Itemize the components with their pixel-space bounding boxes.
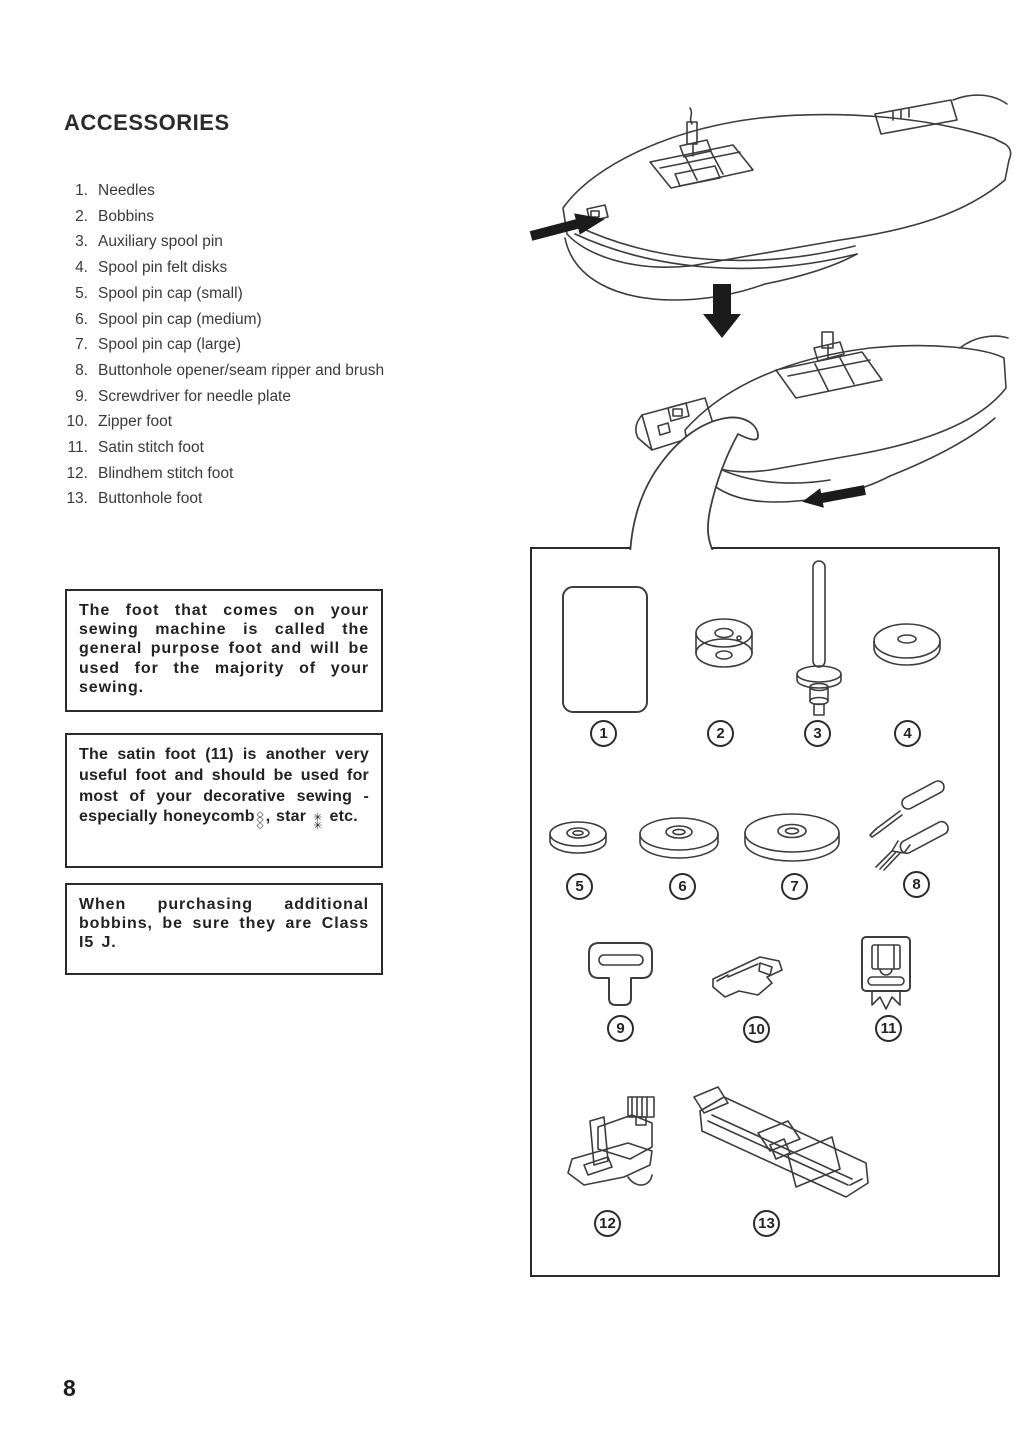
needle-pack-art [562, 586, 648, 713]
list-item: 13.Buttonhole foot [66, 490, 203, 508]
callout-11: 11 [875, 1015, 902, 1042]
page-title: ACCESSORIES [64, 110, 230, 135]
callout-2: 2 [707, 720, 734, 747]
callout-1: 1 [590, 720, 617, 747]
seam-ripper-and-brush-art [869, 780, 949, 871]
callout-12: 12 [594, 1210, 621, 1237]
machine-tray-closed-illustration [529, 88, 1020, 338]
arrow-down-icon [703, 284, 741, 338]
callout-10: 10 [743, 1016, 770, 1043]
note-bobbin-class: When purchasing additional bobbins, be s… [65, 883, 383, 975]
blindhem-stitch-foot-art [567, 1096, 655, 1186]
list-item: 4.Spool pin felt disks [75, 259, 228, 277]
star-stitch-icon: ✳✳ [313, 812, 323, 833]
zipper-foot-art [712, 956, 783, 998]
page-number: 8 [63, 1375, 76, 1401]
spool-pin-felt-disk-art [873, 623, 941, 666]
callout-5: 5 [566, 873, 593, 900]
spool-pin-cap-medium-art [639, 817, 719, 859]
tray-cover-swoosh [630, 417, 758, 550]
list-item: 3.Auxiliary spool pin [75, 233, 223, 251]
spool-pin-cap-small-art [549, 821, 607, 854]
screwdriver-for-needle-plate-art [588, 942, 653, 1006]
list-item: 8.Buttonhole opener/seam ripper and brus… [75, 361, 385, 379]
list-item: 2.Bobbins [75, 207, 155, 225]
callout-8: 8 [903, 871, 930, 898]
buttonhole-foot-art [693, 1086, 869, 1198]
accessories-list: 1.Needles 2.Bobbins 3.Auxiliary spool pi… [46, 178, 384, 512]
list-item: 1.Needles [75, 182, 155, 199]
callout-3: 3 [804, 720, 831, 747]
note-general-purpose-foot: The foot that comes on your sewing machi… [65, 589, 383, 712]
arrow-right-icon [529, 213, 605, 241]
machine-tray-open-illustration [530, 330, 1010, 550]
callout-4: 4 [894, 720, 921, 747]
accessory-items-art [549, 560, 949, 1198]
list-item: 6.Spool pin cap (medium) [75, 310, 262, 328]
list-item: 9.Screwdriver for needle plate [75, 387, 291, 405]
list-item: 12.Blindhem stitch foot [66, 464, 234, 482]
callout-13: 13 [753, 1210, 780, 1237]
auxiliary-spool-pin-art [796, 560, 842, 716]
note-satin-foot: The satin foot (11) is another very usef… [65, 733, 383, 868]
list-item: 7.Spool pin cap (large) [75, 336, 242, 354]
arrow-left-icon [802, 485, 866, 508]
list-item: 10.Zipper foot [66, 413, 173, 431]
spool-pin-cap-large-art [744, 813, 840, 862]
callout-6: 6 [669, 873, 696, 900]
callout-9: 9 [607, 1015, 634, 1042]
list-item: 5.Spool pin cap (small) [75, 284, 243, 302]
accessories-diagram-box: 1 2 3 4 5 6 7 8 9 10 11 12 13 [530, 547, 1000, 1277]
satin-stitch-foot-art [861, 936, 911, 1010]
bobbin-art [695, 618, 753, 668]
honeycomb-stitch-icon: ◇◇◇ [256, 808, 264, 831]
list-item: 11.Satin stitch foot [67, 439, 204, 457]
callout-7: 7 [781, 873, 808, 900]
